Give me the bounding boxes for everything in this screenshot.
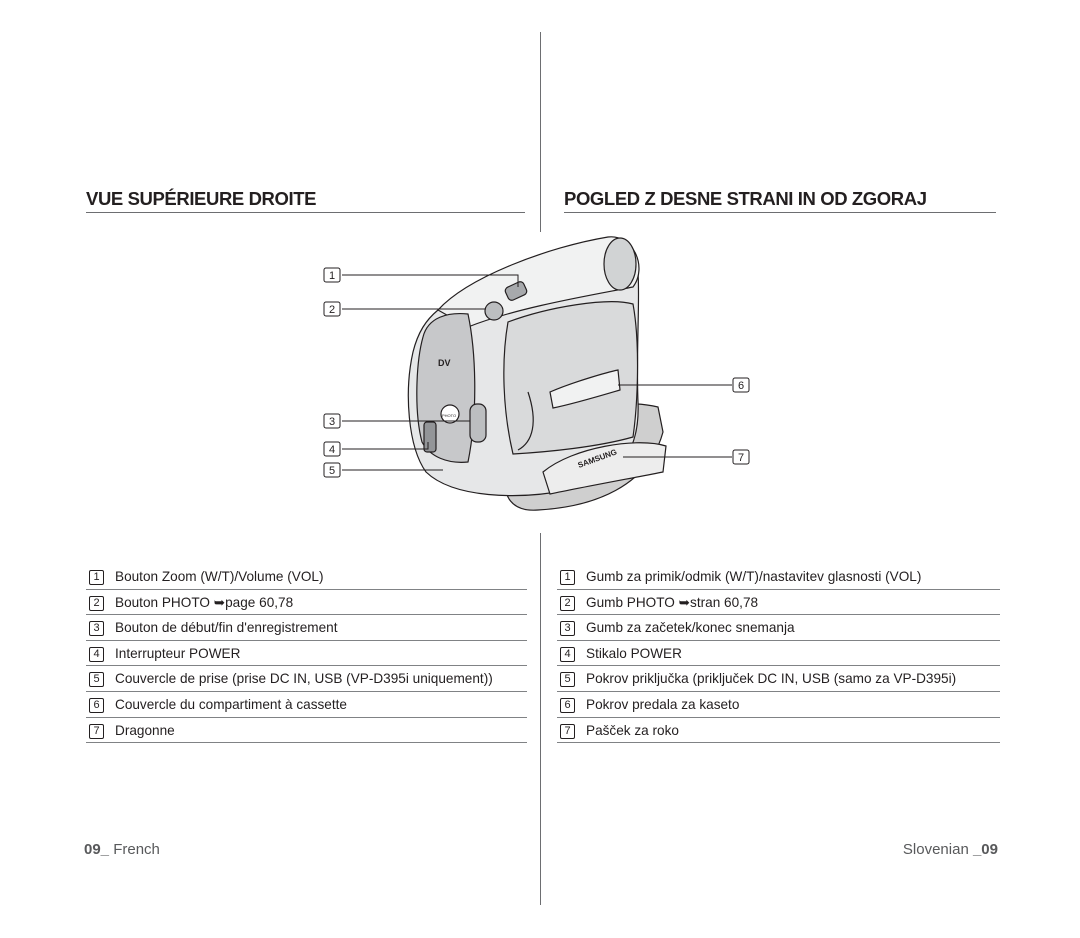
center-divider-bottom xyxy=(540,533,541,905)
callout-3: 3 xyxy=(329,416,335,428)
callout-2: 2 xyxy=(329,304,335,316)
list-item: 4 Interrupteur POWER xyxy=(86,641,527,667)
item-number: 6 xyxy=(89,697,104,713)
footer-page-french: 09_ French xyxy=(84,841,160,858)
footer-page-slovenian: Slovenian _09 xyxy=(903,841,998,858)
footer-language: French xyxy=(113,841,160,858)
item-number: 7 xyxy=(560,723,575,739)
leader-line-1 xyxy=(342,274,519,287)
list-item: 1 Gumb za primik/odmik (W/T)/nastavitev g… xyxy=(557,564,1000,590)
list-item: 3 Bouton de début/fin d'enregistrement xyxy=(86,615,527,641)
item-number: 3 xyxy=(560,621,575,637)
item-text: Bouton Zoom (W/T)/Volume (VOL) xyxy=(115,569,324,584)
dv-port-label: DV xyxy=(438,358,451,368)
item-text: Bouton de début/fin d'enregistrement xyxy=(115,620,338,636)
item-text: Bouton PHOTO ➥page 60,78 xyxy=(115,594,294,610)
list-item: 5 Couvercle de prise (prise DC IN, USB (V… xyxy=(86,666,527,692)
list-item: 1 Bouton Zoom (W/T)/Volume (VOL) xyxy=(86,564,527,590)
item-number: 5 xyxy=(89,672,104,688)
page-number: 09_ xyxy=(84,841,110,858)
callout-6: 6 xyxy=(738,380,744,392)
item-text: Dragonne xyxy=(115,722,175,738)
callout-7: 7 xyxy=(738,452,744,464)
section-title-slovenian: POGLED Z DESNE STRANI IN OD ZGORAJ xyxy=(564,188,996,213)
callout-5: 5 xyxy=(329,465,335,477)
item-text: Pašček za roko xyxy=(586,722,679,738)
item-number: 7 xyxy=(89,723,104,739)
item-text: Couvercle du compartiment à cassette xyxy=(115,696,347,712)
item-number: 6 xyxy=(560,697,575,713)
item-number: 4 xyxy=(89,646,104,662)
callout-4: 4 xyxy=(329,444,335,456)
list-item: 5 Pokrov priključka (priključek DC IN, US… xyxy=(557,666,1000,692)
list-item: 6 Couvercle du compartiment à cassette xyxy=(86,692,527,718)
list-item: 4 Stikalo POWER xyxy=(557,641,1000,667)
item-number: 3 xyxy=(89,621,104,637)
leader-line-4 xyxy=(342,442,429,450)
item-number: 2 xyxy=(89,595,104,611)
item-text: Gumb PHOTO ➥stran 60,78 xyxy=(586,594,759,610)
list-item: 2 Gumb PHOTO ➥stran 60,78 xyxy=(557,590,1000,616)
list-item: 7 Dragonne xyxy=(86,718,527,744)
item-number: 5 xyxy=(560,672,575,688)
parts-list-slovenian: 1 Gumb za primik/odmik (W/T)/nastavitev g… xyxy=(557,564,1000,744)
item-number: 1 xyxy=(560,570,575,585)
callout-1: 1 xyxy=(329,270,335,282)
list-item: 7 Pašček za roko xyxy=(557,718,1000,744)
footer-language: Slovenian xyxy=(902,841,969,858)
page-number: _09 xyxy=(972,841,998,858)
camcorder-illustration: DV SAMSUNG PHOTO 1 2 3 4 5 6 7 xyxy=(323,236,750,511)
section-title-french: VUE SUPÉRIEURE DROITE xyxy=(86,188,525,213)
item-number: 1 xyxy=(89,570,104,585)
list-item: 3 Gumb za začetek/konec snemanja xyxy=(557,615,1000,641)
list-item: 6 Pokrov predala za kaseto xyxy=(557,692,1000,718)
item-number: 4 xyxy=(560,646,575,662)
item-text: Couvercle de prise (prise DC IN, USB (VP… xyxy=(115,671,493,687)
list-item: 2 Bouton PHOTO ➥page 60,78 xyxy=(86,590,527,616)
photo-button-label: PHOTO xyxy=(442,413,456,418)
item-text: Pokrov predala za kaseto xyxy=(586,696,740,712)
item-text: Pokrov priključka (priključek DC IN, USB… xyxy=(586,671,957,687)
item-text: Gumb za primik/odmik (W/T)/nastavitev gl… xyxy=(586,569,922,584)
item-text: Interrupteur POWER xyxy=(115,645,241,661)
center-divider-top xyxy=(540,32,541,232)
item-text: Stikalo POWER xyxy=(586,645,682,661)
item-text: Gumb za začetek/konec snemanja xyxy=(586,620,795,636)
item-number: 2 xyxy=(560,595,575,611)
